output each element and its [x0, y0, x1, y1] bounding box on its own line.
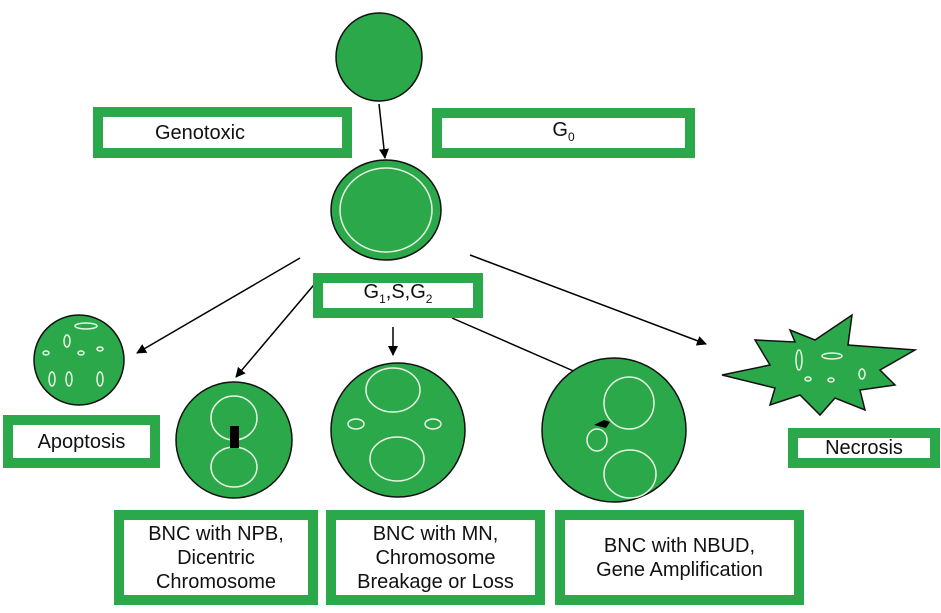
g0-box: G0: [432, 108, 695, 158]
necrosis-label: Necrosis: [825, 437, 903, 459]
middle-cell: [330, 159, 442, 261]
apoptosis-label: Apoptosis: [37, 430, 126, 453]
necrosis-box: Necrosis: [788, 428, 940, 468]
nbud-label-line2: Gene Amplification: [596, 558, 763, 581]
arrow-to-nbud-cell: [451, 317, 586, 377]
mn-label-line2: Chromosome: [375, 546, 496, 569]
mn-cell: [330, 362, 466, 498]
necrosis-cell: [721, 313, 918, 417]
nbud-cell: [541, 357, 687, 503]
mn-label-line1: BNC with MN,: [372, 522, 499, 545]
npb-label-line3: Chromosome: [155, 570, 277, 593]
cell-cycle-label: G1,S,G2: [363, 281, 433, 306]
npb-label-line2: Dicentric: [177, 546, 255, 569]
nucleoplasmic-bridge: [230, 426, 239, 448]
genotoxic-box: Genotoxic: [93, 107, 352, 158]
cell-cycle-box: G1,S,G2: [313, 273, 483, 318]
apoptosis-box: Apoptosis: [3, 415, 160, 468]
npb-box: BNC with NPB, Dicentric Chromosome: [114, 510, 318, 605]
arrow-to-necrosis: [469, 254, 707, 346]
nbud-box: BNC with NBUD, Gene Amplification: [555, 510, 804, 605]
mn-box: BNC with MN, Chromosome Breakage or Loss: [326, 510, 545, 605]
npb-label-line1: BNC with NPB,: [148, 522, 284, 545]
nbud-label-line1: BNC with NBUD,: [603, 534, 756, 557]
arrow-to-apoptosis: [136, 257, 301, 354]
nuclei: [42, 167, 866, 499]
arrow-to-middle-cell: [378, 103, 389, 159]
genotoxic-label: Genotoxic: [155, 121, 246, 144]
top-cell: [335, 12, 423, 102]
mn-label-line3: Breakage or Loss: [357, 570, 514, 593]
nuclear-bud: [594, 420, 610, 428]
g0-label: G0: [552, 118, 575, 144]
arrow-to-npb-cell: [235, 279, 319, 378]
apoptosis-cell: [33, 314, 125, 406]
